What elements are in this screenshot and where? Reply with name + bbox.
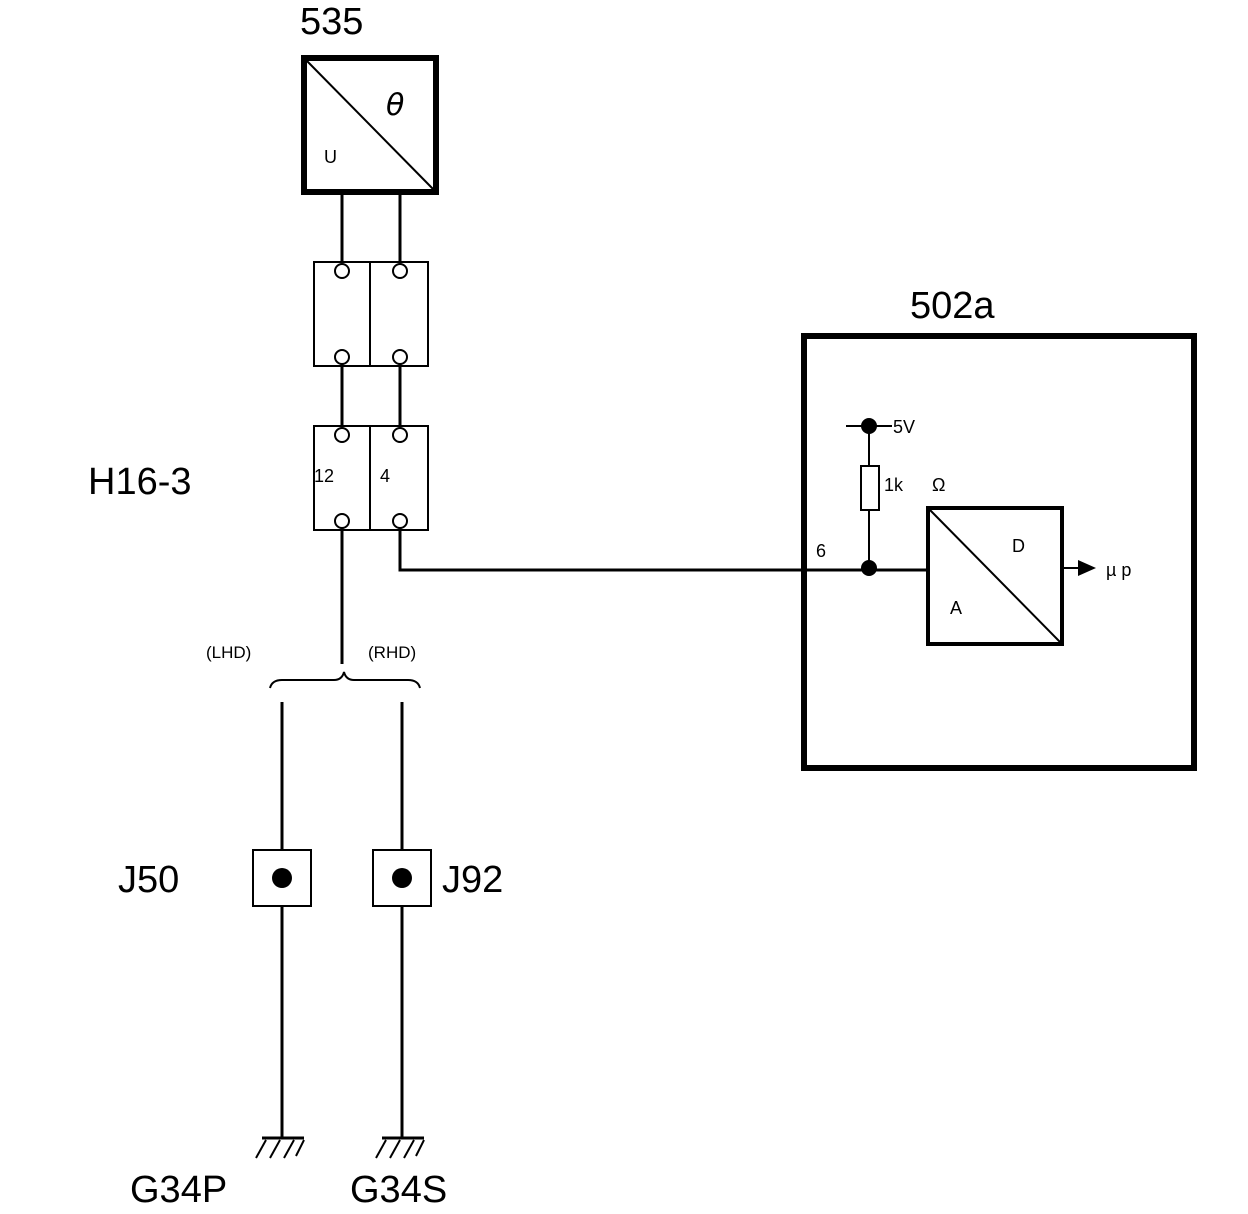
ground-g34p-icon xyxy=(255,1136,305,1159)
connector-id-label: H16-3 xyxy=(88,461,192,503)
sensor-id-label: 535 xyxy=(300,1,363,43)
output-label: µ p xyxy=(1106,560,1131,580)
pin-label-12: 12 xyxy=(314,466,334,486)
splice-left-label: J50 xyxy=(118,859,179,901)
splice-j50 xyxy=(252,849,312,907)
ad-converter: D A xyxy=(926,506,1064,646)
control-unit-id-label: 502a xyxy=(910,285,995,327)
ground-g34s-icon xyxy=(375,1136,425,1159)
wire-signal xyxy=(398,528,868,572)
converter-label-a: A xyxy=(950,598,962,618)
sensor-symbol-u: U xyxy=(324,147,337,167)
ground-left-label: G34P xyxy=(130,1169,227,1211)
pull-up-resistor xyxy=(860,465,880,511)
temperature-sensor: θ U xyxy=(301,55,439,195)
variant-brace xyxy=(269,671,421,689)
splice-right-label: J92 xyxy=(442,859,503,901)
resistor-value-label: 1k xyxy=(884,475,904,495)
supply-label: 5V xyxy=(893,417,915,437)
connector-h16-3: 12 4 xyxy=(313,425,429,531)
converter-label-d: D xyxy=(1012,536,1025,556)
input-node xyxy=(861,560,877,576)
splice-j92 xyxy=(372,849,432,907)
variant-rhd-label: (RHD) xyxy=(368,643,416,662)
control-unit-502a xyxy=(801,333,1197,771)
pin-label-4: 4 xyxy=(380,466,390,486)
resistor-unit-label: Ω xyxy=(932,475,945,495)
ground-right-label: G34S xyxy=(350,1169,447,1211)
sensor-symbol-theta: θ xyxy=(386,88,404,123)
variant-lhd-label: (LHD) xyxy=(206,643,251,662)
upper-connector xyxy=(313,261,429,367)
output-arrow-icon xyxy=(1078,560,1096,576)
input-pin-label: 6 xyxy=(816,541,826,561)
